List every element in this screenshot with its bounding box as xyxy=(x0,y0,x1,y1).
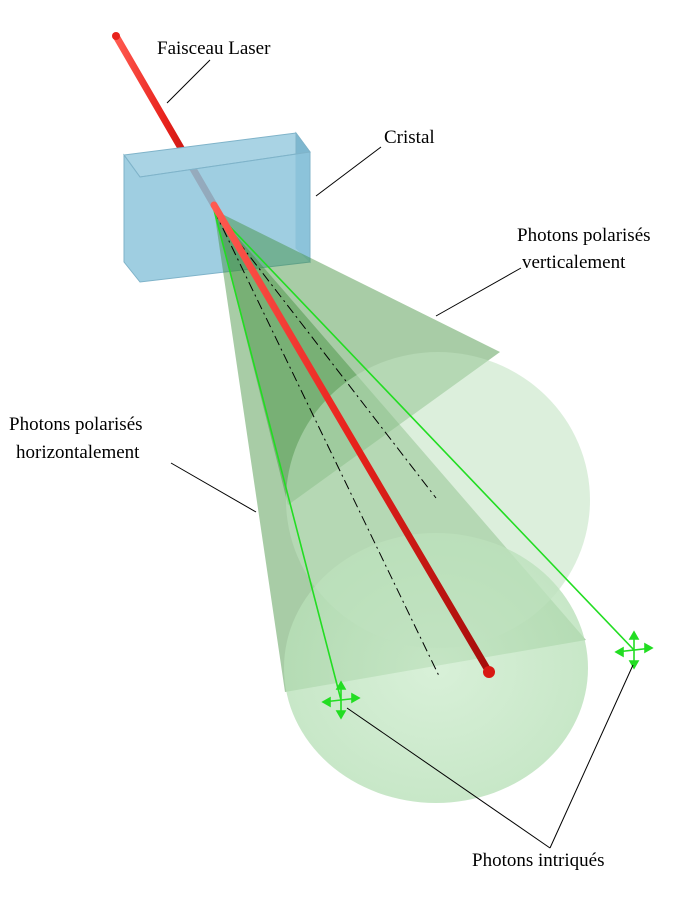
laser-beam-outgoing xyxy=(210,201,493,676)
laser-start-cap xyxy=(112,32,120,40)
leader-horizontal xyxy=(170,462,257,513)
label-vertical-line2: verticalement xyxy=(522,252,626,273)
label-vertical-line1: Photons polarisés xyxy=(517,225,651,246)
four-way-arrow-icon xyxy=(614,630,654,670)
laser-end-cap xyxy=(483,666,495,678)
cone-vertical-base xyxy=(286,352,590,648)
label-crystal: Cristal xyxy=(384,127,435,148)
cone-horizontal-axis xyxy=(213,209,441,679)
leader-entangled-right xyxy=(549,664,634,849)
label-entangled: Photons intriqués xyxy=(472,850,604,871)
leader-entangled-left xyxy=(346,707,551,849)
ray-right xyxy=(213,209,635,651)
label-horizontal-line1: Photons polarisés xyxy=(9,414,143,435)
four-way-arrow-icon xyxy=(321,680,361,720)
label-laser: Faisceau Laser xyxy=(157,38,271,59)
leader-laser xyxy=(166,59,211,104)
ray-left xyxy=(213,209,342,701)
leader-crystal xyxy=(315,146,382,197)
leader-vertical xyxy=(435,267,522,317)
cone-vertical-axis xyxy=(213,209,437,499)
label-horizontal-line2: horizontalement xyxy=(16,442,140,463)
